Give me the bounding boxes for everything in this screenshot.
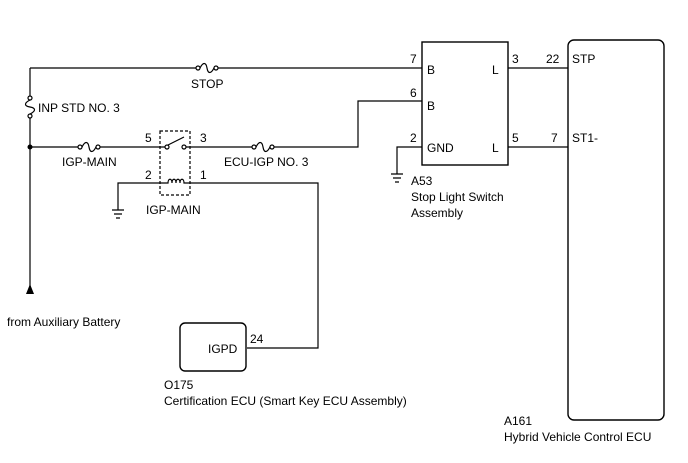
switch-connector-code: A53 [411,174,433,188]
switch-pin-6: 6 [410,86,417,100]
igp-main-relay-box [159,130,191,196]
relay-coil-icon [160,178,190,184]
hv-ecu-st1-pin: 7 [551,131,558,145]
ecu-igp-wire [190,100,422,148]
cert-ecu-terminal: IGPD [208,342,238,356]
hybrid-ecu-box [567,39,665,421]
switch-name-line2: Assembly [411,206,463,220]
hv-ecu-connector-code: A161 [504,414,532,428]
switch-name-line1: Stop Light Switch [411,190,504,204]
battery-arrow-icon [26,284,34,294]
cert-ecu-pin: 24 [250,332,264,346]
switch-pin-3: 3 [512,52,519,66]
relay-coil-ground-wire [117,182,160,210]
hv-ecu-name: Hybrid Vehicle Control ECU [504,430,651,444]
junction-dot [27,144,33,150]
switch-terminal-b-top: B [427,63,435,77]
hv-ecu-st1-label: ST1- [572,131,598,145]
igp-main-fuse-label: IGP-MAIN [62,155,117,169]
relay-contact-icon [160,136,190,150]
switch-ground-wire [396,146,422,174]
relay-coil-igpd-wire [190,182,319,349]
ground-icon [112,209,124,219]
relay-label: IGP-MAIN [146,203,201,217]
relay-pin-3: 3 [200,131,207,145]
cert-ecu-name: Certification ECU (Smart Key ECU Assembl… [164,394,407,408]
switch-terminal-gnd: GND [427,141,454,155]
relay-pin-1: 1 [200,168,207,182]
stop-fuse-icon [195,62,219,74]
relay-pin-2: 2 [145,168,152,182]
battery-source-label: from Auxiliary Battery [7,315,120,329]
stop-light-switch-box [421,41,509,166]
switch-terminal-l-bottom: L [492,141,499,155]
stop-fuse-label: STOP [191,77,223,91]
ecu-igp-fuse-icon [251,141,275,153]
cert-ecu-connector-code: O175 [164,378,194,392]
switch-pin-2: 2 [410,131,417,145]
relay-pin-5: 5 [145,131,152,145]
certification-ecu-box [179,322,247,372]
inp-std-fuse-label: INP STD NO. 3 [38,101,120,115]
hv-ecu-stp-label: STP [572,52,595,66]
switch-pin-7: 7 [410,52,417,66]
hv-ecu-stp-pin: 22 [546,52,560,66]
inp-std-fuse-icon [24,95,36,119]
switch-pin-5: 5 [512,131,519,145]
ground-icon [391,173,403,183]
switch-terminal-b-mid: B [427,99,435,113]
switch-terminal-l-top: L [492,63,499,77]
igp-main-fuse-icon [77,141,101,153]
ecu-igp-fuse-label: ECU-IGP NO. 3 [224,155,309,169]
